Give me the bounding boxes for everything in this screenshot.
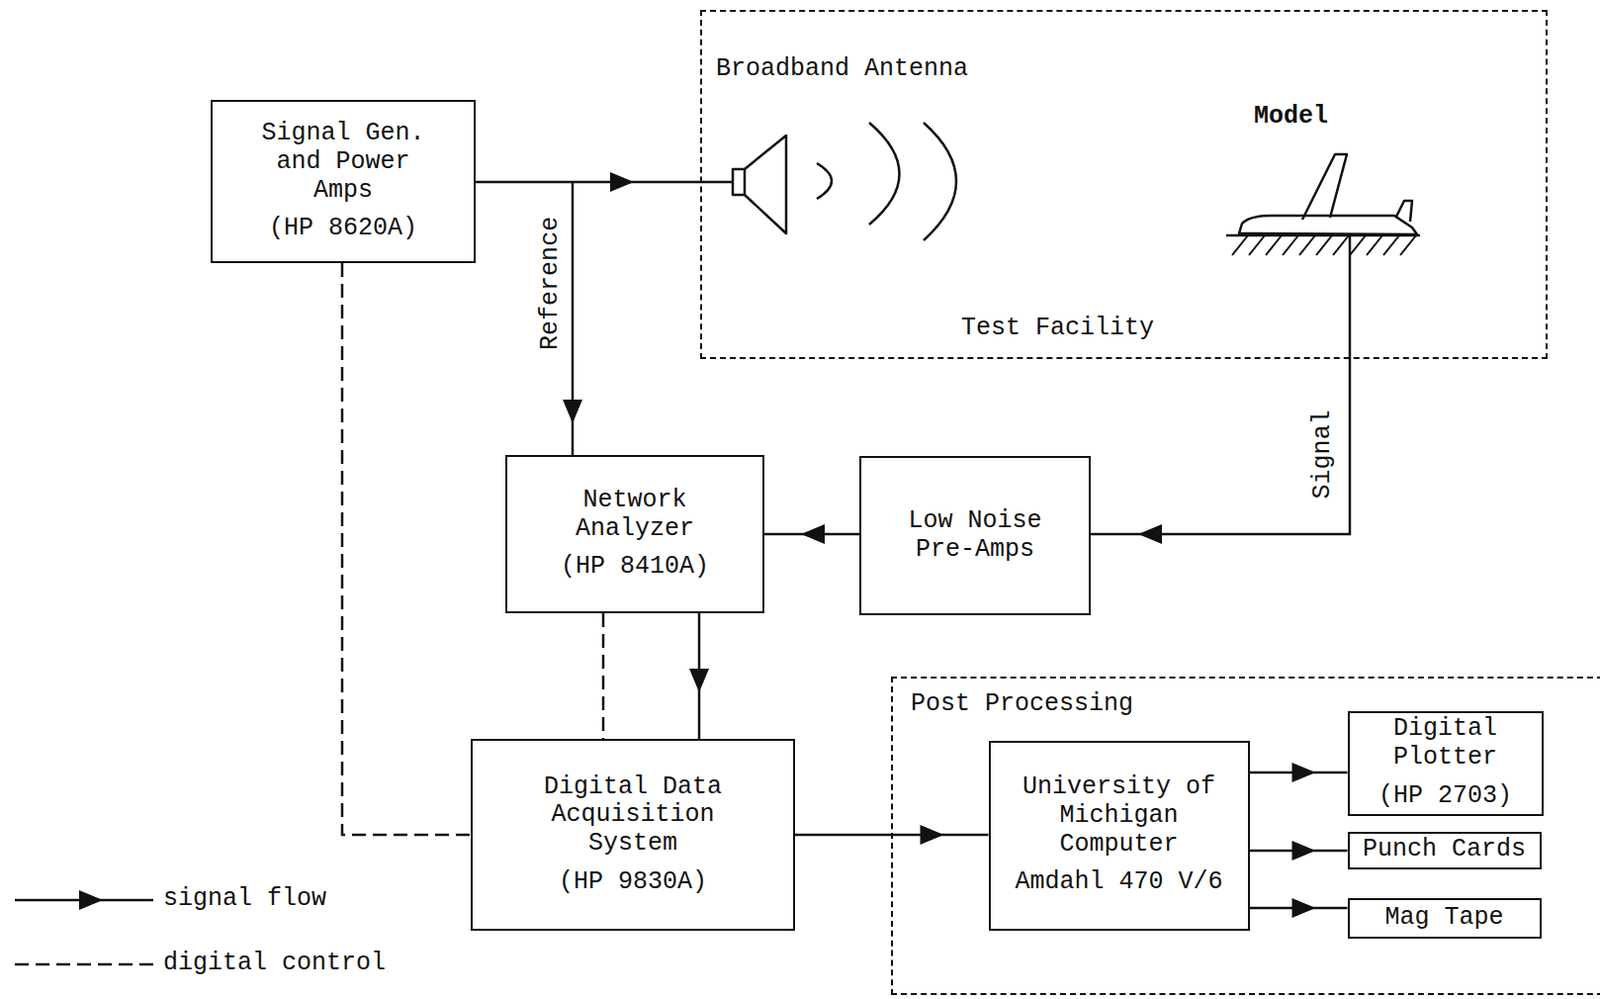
legend-arrowhead [79,889,103,910]
legend-text: signal flow [163,885,327,914]
computer-box: University of Michigan ComputerAmdahl 47… [988,740,1250,931]
signal-line [1090,235,1350,544]
box-subtitle: (HP 9830A) [558,868,708,897]
antenna-horn [744,135,787,234]
punch-cards-box: Punch Cards [1347,831,1542,870]
arrowhead [562,399,583,424]
edge-label: Reference [536,215,566,350]
box-subtitle: (HP 8620A) [268,214,418,244]
signal-line [1249,840,1348,861]
box-title: Test Facility [961,314,1155,344]
box-title: Digital Data Acquisition System [514,773,752,859]
preamp-box: Low Noise Pre-Amps [859,455,1091,616]
ground-plane [1226,234,1421,238]
antenna-label: Broadband Antenna [715,55,969,85]
connector-path [602,613,606,739]
signal-line [689,613,710,739]
connector-path [475,180,733,184]
arrowhead [1138,524,1162,544]
box-title: University of Michigan Computer [1022,773,1216,859]
box-subtitle: (HP 8410A) [560,552,710,582]
arrowhead [800,524,825,544]
control-line [342,263,471,835]
arrowhead [1292,762,1317,783]
signal-line [1249,762,1348,783]
connector-path [1090,235,1350,534]
signal-line [475,172,733,192]
network-analyzer-box: Network Analyzer (HP 8410A) [505,454,765,614]
arrowhead [689,668,710,693]
signal-line [562,181,583,455]
signal-generator-box: Signal Gen. and Power Amps (HP 8620A) [210,99,476,264]
legend-text: digital control [163,949,386,978]
connector-path [342,263,471,835]
model-wing [1302,154,1347,220]
box-title: Signal Gen. and Power Amps [261,119,425,205]
mag-tape-box: Mag Tape [1347,897,1542,939]
box-subtitle: (HP 2703) [1378,782,1512,811]
control-line [603,613,605,739]
box-title: Network Analyzer [575,486,695,544]
box-title: Mag Tape [1384,903,1504,933]
box-title: Punch Cards [1362,835,1526,865]
radiated-waves [816,122,957,241]
arrowhead [1292,897,1317,918]
arrowhead [610,172,634,192]
data-acquisition-box: Digital Data Acquisition System (HP 9830A… [470,738,796,931]
model-label: Model [1253,102,1329,132]
box-title: Digital Plotter [1385,714,1505,773]
box-title: Post Processing [910,690,1134,719]
arrowhead [920,824,945,845]
post-processing-region: Post ProcessingUniversity of Michigan Co… [890,676,1600,995]
legend-dashed-line [14,963,154,967]
antenna-throat [732,169,745,195]
model-tail [1396,200,1413,222]
plotter-box: Digital Plotter (HP 2703) [1347,711,1544,816]
edge-label: Signal [1309,409,1338,499]
box-subtitle: Amdahl 470 V/6 [1014,868,1223,897]
arrowhead [1292,840,1317,861]
box-title: Low Noise Pre-Amps [907,507,1042,565]
signal-line [1249,897,1348,918]
signal-line [764,524,860,544]
ground-hatching [1232,235,1417,256]
model-fuselage [1239,215,1418,235]
